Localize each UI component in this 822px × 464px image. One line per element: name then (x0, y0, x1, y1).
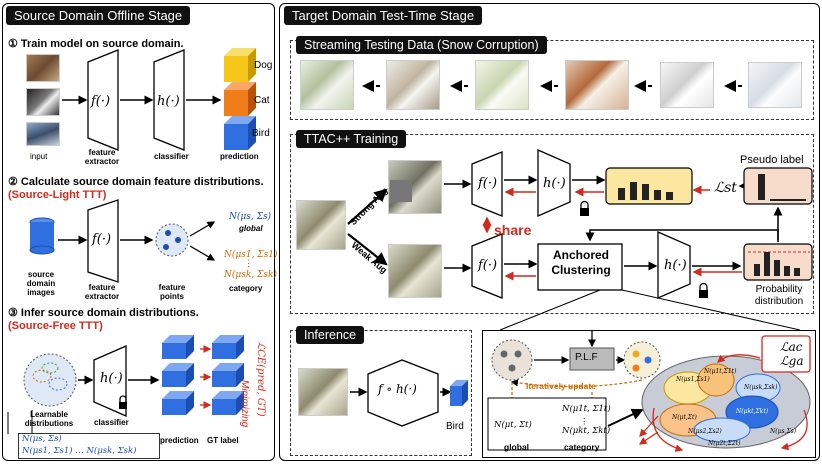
tgt-category-label: category (564, 442, 600, 452)
step3-h: h(·) (100, 371, 123, 386)
weak-aug-image (388, 244, 442, 298)
dist-box-line1: N(μs, Σs) (22, 434, 62, 444)
stream-frame-2 (386, 60, 440, 110)
ellipse-label-t: N(μt,Σt) (672, 414, 697, 421)
step3-diagram (7, 345, 160, 434)
prediction-blocks (224, 48, 256, 150)
source-stage-panel (2, 3, 275, 461)
share-label: share (494, 222, 532, 238)
ttac-f-bottom: f(·) (478, 258, 498, 273)
step2-f: f(·) (92, 232, 112, 247)
inference-input-image (298, 368, 348, 416)
ttac-h-bottom: h(·) (664, 258, 687, 273)
source-global-dist: N(μs, Σs) (229, 212, 272, 222)
source-category-label: category (229, 284, 263, 293)
classifier-label-1: classifier (154, 152, 189, 161)
loss-ga-label: ℒga (780, 354, 804, 368)
ellipse-label-s: N(μs,Σs) (770, 428, 797, 435)
ellipse-label-s1: N(μs1,Σs1) (676, 376, 710, 383)
inference-bird-label: Bird (446, 421, 464, 432)
source-global-label: global (239, 224, 263, 233)
source-dist-dots: ⋮ (244, 258, 253, 268)
class-bird: Bird (252, 128, 270, 139)
step1-f: f(·) (91, 94, 111, 109)
inference-diagram (350, 359, 468, 427)
loss-st-label: ℒst (714, 180, 737, 196)
class-dog: Dog (254, 60, 273, 71)
tgt-dots: ⋮ (580, 416, 589, 426)
classifier-label-3: classifier (94, 418, 129, 427)
stream-frame-4 (565, 60, 629, 110)
feature-points-label: feature points (158, 283, 186, 301)
dist-box-line2: N(μs1, Σs1) … N(μsk, Σsk) (22, 446, 137, 456)
ellipse-label-t2: N(μ2t,Σ2t) (708, 440, 741, 447)
minimizing-label: Minimizing (239, 380, 250, 428)
tgt-catk-dist: N(μkt, Σkt) (562, 426, 611, 436)
step2-heading: ② Calculate source domain feature distri… (8, 176, 264, 188)
source-distribution-box (18, 433, 160, 459)
learnable-dist-label: Learnable distributions (24, 410, 74, 428)
pseudo-label-text: Pseudo label (740, 154, 804, 166)
input-image-dog (26, 54, 60, 82)
ttac-training-box (290, 134, 814, 314)
inference-box (290, 330, 472, 456)
step3-prediction-blocks (162, 335, 244, 415)
step1-heading: ① Train model on source domain. (8, 38, 184, 50)
ellipse-label-s2: N(μs2,Σs2) (688, 428, 722, 435)
ttac-f-top: f(·) (478, 176, 498, 191)
stream-frame-6 (748, 62, 802, 108)
loss-ce-label: ℒCE(pred, GT) (255, 342, 266, 417)
tgt-global-dist: N(μt, Σt) (494, 420, 532, 430)
prediction-label-1: prediction (220, 152, 259, 161)
feature-extractor-label-1: feature extractor (84, 148, 120, 166)
stream-frame-1 (300, 60, 354, 110)
ttac-h-top: h(·) (543, 176, 566, 191)
gt-label: GT label (207, 436, 239, 445)
tgt-global-label: global (504, 442, 530, 452)
step3-subheading: (Source-Free TTT) (8, 320, 103, 332)
step1-h: h(·) (157, 94, 180, 109)
ttac-diagram (347, 149, 813, 331)
iter-update-label: Iteratively update (526, 381, 596, 391)
prediction-label-3: prediction (160, 436, 199, 445)
loss-ac-label: ℒac (780, 340, 803, 354)
input-image-bird (26, 122, 60, 146)
streaming-title: Streaming Testing Data (Snow Corruption) (296, 36, 547, 54)
plf-label: P.L.F (575, 352, 598, 363)
stream-frame-5 (660, 62, 714, 108)
stream-arrows (362, 80, 742, 92)
target-stage-panel (279, 3, 820, 461)
feature-extractor-label-2: feature extractor (84, 283, 120, 301)
source-images-label: source domain images (26, 270, 56, 297)
step1-network-diagram (62, 49, 222, 151)
anchored-clustering-label: Anchored Clustering (551, 248, 611, 277)
ellipse-label-sk: N(μsk,Σsk) (744, 384, 778, 391)
source-catk-dist: N(μsk, Σsk) (224, 270, 277, 280)
target-stage-title: Target Domain Test-Time Stage (284, 6, 483, 25)
ttac-input-image (296, 200, 346, 250)
inference-fh: f ∘ h(·) (378, 382, 417, 396)
input-label: input (30, 152, 48, 161)
input-image-cat (26, 88, 60, 116)
strong-aug-image (388, 160, 442, 214)
source-cat1-dist: N(μs1, Σs1) (224, 250, 278, 260)
inference-title: Inference (296, 326, 365, 344)
step2-diagram (29, 199, 216, 283)
step3-heading: ③ Infer source domain distributions. (8, 307, 199, 319)
clustering-detail-box (482, 330, 816, 458)
source-stage-title: Source Domain Offline Stage (6, 6, 191, 25)
streaming-box (290, 40, 814, 120)
strong-aug-cutout (390, 180, 412, 202)
clustering-detail-diagram (487, 330, 811, 452)
class-cat: Cat (254, 95, 270, 106)
stream-frame-3 (475, 60, 529, 110)
prob-dist-text: Probability distribution (754, 284, 804, 307)
ttac-title: TTAC++ Training (296, 130, 407, 148)
ellipse-label-tk: N(μkt,Σkt) (736, 408, 769, 415)
step2-subheading: (Source-Light TTT) (8, 189, 107, 201)
ellipse-label-t1: N(μ1t,Σ1t) (704, 368, 737, 375)
tgt-cat1-dist: N(μ1t, Σ1t) (562, 404, 611, 414)
